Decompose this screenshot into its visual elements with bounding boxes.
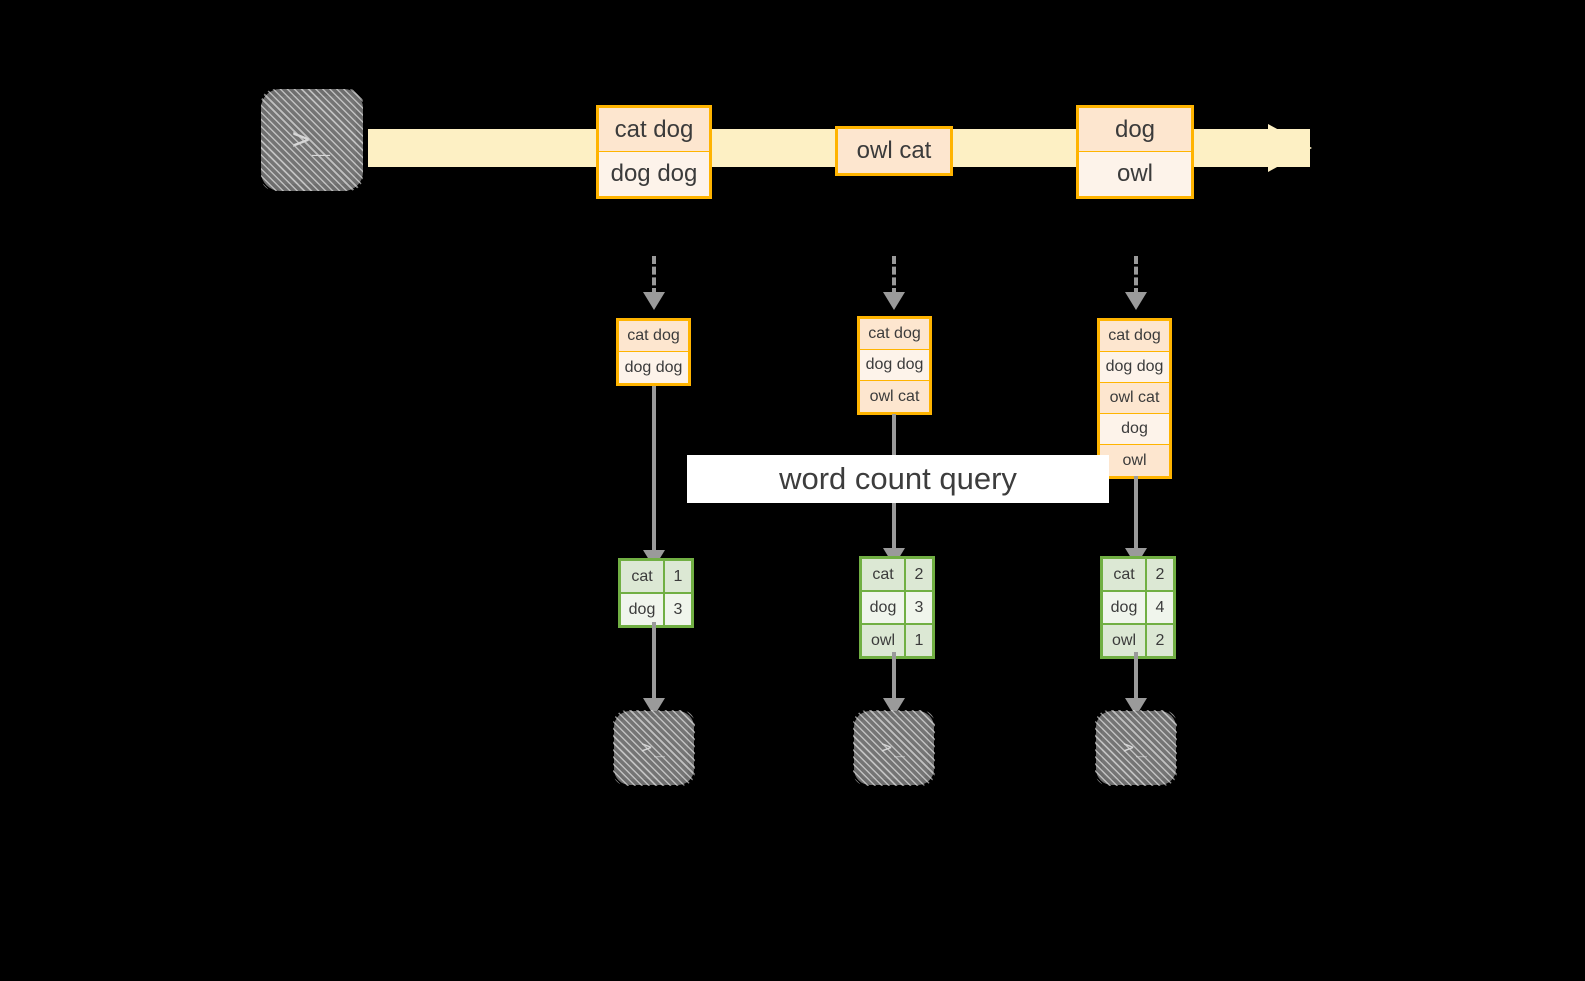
result-row: dog 3	[862, 592, 932, 625]
input-row: cat dog	[1100, 321, 1169, 352]
terminal-hatch-border	[853, 710, 935, 786]
trigger-1-result-table: cat 1 dog 3	[618, 558, 694, 628]
result-row: owl 1	[862, 625, 932, 656]
result-count: 4	[1147, 592, 1173, 623]
trigger-2-input-table: cat dog dog dog owl cat	[857, 316, 932, 415]
trigger-connector-dashed	[1134, 256, 1138, 296]
sink-connector	[1134, 652, 1138, 702]
input-row: dog	[1100, 414, 1169, 445]
input-row: dog dog	[619, 352, 688, 383]
stream-batch-3: dog owl	[1076, 105, 1194, 199]
stream-arrowhead	[1268, 124, 1312, 172]
sink-connector	[892, 652, 896, 702]
query-label-band: word count query	[687, 455, 1109, 503]
terminal-prompt-glyph: >_	[291, 122, 333, 157]
result-word: dog	[621, 594, 665, 625]
trigger-connector-dashed	[892, 256, 896, 296]
source-terminal-icon: >_	[261, 89, 363, 191]
result-count: 3	[906, 592, 932, 623]
stream-record: owl cat	[838, 129, 950, 173]
stream-record: dog dog	[599, 152, 709, 196]
result-row: cat 2	[862, 559, 932, 592]
input-row: owl cat	[860, 381, 929, 412]
result-word: cat	[621, 561, 665, 592]
result-row: dog 4	[1103, 592, 1173, 625]
stream-record: dog	[1079, 108, 1191, 152]
terminal-hatch-border	[1095, 710, 1177, 786]
query-label-text: word count query	[779, 461, 1017, 496]
input-row: cat dog	[619, 321, 688, 352]
terminal-hatch-border	[261, 89, 363, 191]
result-count: 2	[906, 559, 932, 590]
stream-record: owl	[1079, 152, 1191, 196]
input-row: dog dog	[1100, 352, 1169, 383]
input-row: cat dog	[860, 319, 929, 350]
trigger-connector-dashed	[652, 256, 656, 296]
query-connector	[652, 386, 656, 554]
result-row: owl 2	[1103, 625, 1173, 656]
stream-batch-2: owl cat	[835, 126, 953, 176]
terminal-prompt-glyph: >_	[881, 737, 907, 758]
result-count: 2	[1147, 625, 1173, 656]
terminal-prompt-glyph: >_	[641, 737, 667, 758]
trigger-3-result-table: cat 2 dog 4 owl 2	[1100, 556, 1176, 659]
input-row: owl	[1100, 445, 1169, 476]
trigger-3-input-table: cat dog dog dog owl cat dog owl	[1097, 318, 1172, 479]
trigger-1-sink-terminal-icon: >_	[613, 710, 695, 786]
terminal-hatch-border	[613, 710, 695, 786]
stream-record: cat dog	[599, 108, 709, 152]
result-word: cat	[1103, 559, 1147, 590]
query-connector	[1134, 476, 1138, 552]
result-count: 1	[665, 561, 691, 592]
result-count: 3	[665, 594, 691, 625]
result-count: 2	[1147, 559, 1173, 590]
trigger-connector-arrowhead	[1125, 292, 1147, 310]
input-row: owl cat	[1100, 383, 1169, 414]
sink-connector	[652, 622, 656, 702]
input-row: dog dog	[860, 350, 929, 381]
terminal-prompt-glyph: >_	[1123, 737, 1149, 758]
trigger-2-sink-terminal-icon: >_	[853, 710, 935, 786]
trigger-2-result-table: cat 2 dog 3 owl 1	[859, 556, 935, 659]
result-word: dog	[862, 592, 906, 623]
result-row: cat 1	[621, 561, 691, 594]
trigger-connector-arrowhead	[883, 292, 905, 310]
result-row: cat 2	[1103, 559, 1173, 592]
result-word: cat	[862, 559, 906, 590]
stream-batch-1: cat dog dog dog	[596, 105, 712, 199]
result-count: 1	[906, 625, 932, 656]
trigger-3-sink-terminal-icon: >_	[1095, 710, 1177, 786]
result-row: dog 3	[621, 594, 691, 625]
trigger-1-input-table: cat dog dog dog	[616, 318, 691, 386]
result-word: dog	[1103, 592, 1147, 623]
result-word: owl	[862, 625, 906, 656]
result-word: owl	[1103, 625, 1147, 656]
trigger-connector-arrowhead	[643, 292, 665, 310]
